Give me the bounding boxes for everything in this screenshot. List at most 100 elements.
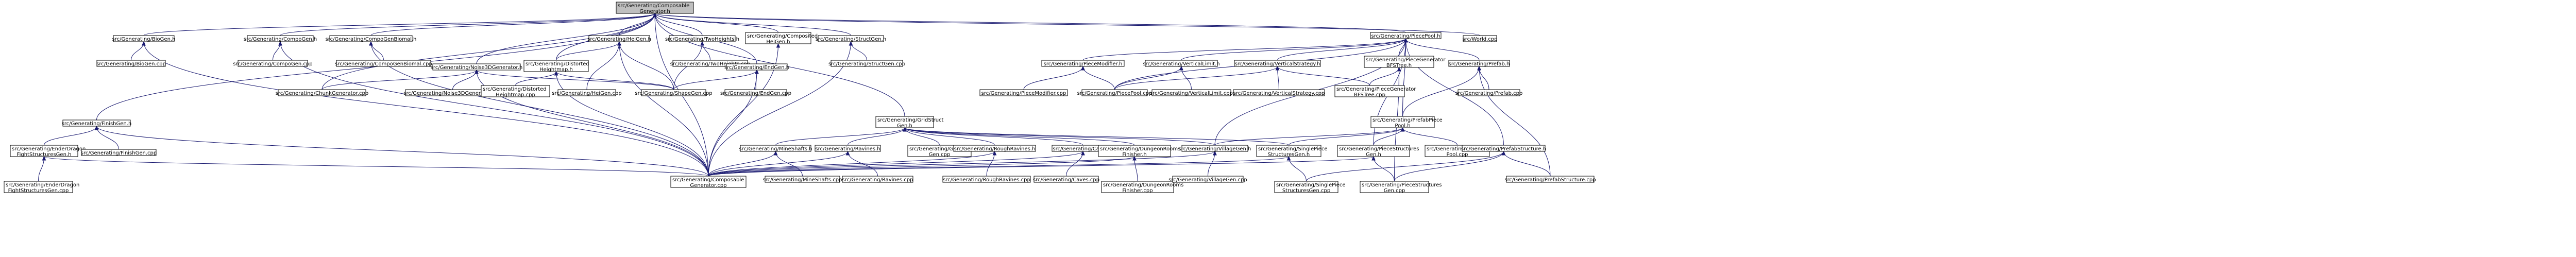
- node-src-generating-roughravines-h[interactable]: src/Generating/RoughRavines.h: [953, 145, 1036, 152]
- node-src-generating-singlepiecestructuresgen-cpp[interactable]: src/Generating/SinglePieceStructuresGen.…: [1274, 181, 1346, 194]
- node-src-generating-biogen-cpp[interactable]: src/Generating/BioGen.cpp: [96, 60, 166, 67]
- node-label: src/Generating/RoughRavines.h: [954, 146, 1036, 152]
- node-box: [238, 60, 308, 67]
- node-label: src/Generating/VillageGen.h: [1179, 146, 1251, 152]
- edge-prefab-h-to-prefabstructure-cpp: [1477, 65, 1551, 177]
- node-src-generating-finishgen-h[interactable]: src/Generating/FinishGen.h: [62, 119, 132, 127]
- node-label: src/Generating/CompoGen.h: [244, 37, 317, 42]
- node-label: FightStructuresGen.cpp: [8, 188, 69, 194]
- node-src-generating-verticalstrategy-h[interactable]: src/Generating/VerticalStrategy.h: [1234, 60, 1321, 67]
- node-label: src/Generating/Prefab.h: [1449, 61, 1510, 67]
- node-src-generating-piecemodifier-cpp[interactable]: src/Generating/PieceModifier.cpp: [979, 89, 1068, 96]
- node-label: Gen.cpp: [929, 152, 951, 158]
- node-src-generating-structgen-h[interactable]: src/Generating/StructGen.h: [816, 35, 886, 42]
- node-box: [10, 145, 78, 157]
- node-label: src/Generating/Caves.cpp: [1033, 177, 1099, 183]
- edge-prefabpiecepool-h-to-prefabpiecepool-cpp: [1400, 127, 1458, 146]
- node-src-generating-heigen-h[interactable]: src/Generating/HeiGen.h: [587, 35, 651, 42]
- node-box: [726, 63, 788, 71]
- node-src-generating-enderdragonfightstructuresgen-h[interactable]: src/Generating/EnderDragonFightStructure…: [10, 145, 86, 158]
- edge-heigen-h-to-heigen-cpp: [586, 41, 621, 90]
- node-src-generating-finishgen-cpp[interactable]: src/Generating/FinishGen.cpp: [81, 149, 157, 156]
- node-box: [724, 89, 787, 96]
- node-label: src/World.cpp: [1463, 37, 1498, 42]
- node-src-generating-ravines-h[interactable]: src/Generating/Ravines.h: [815, 145, 881, 152]
- node-src-generating-ravines-cpp[interactable]: src/Generating/Ravines.cpp: [842, 176, 913, 183]
- node-label: src/Generating/StructGen.cpp: [828, 61, 905, 67]
- node-src-generating-mineshafts-h[interactable]: src/Generating/MineShafts.h: [739, 145, 812, 152]
- node-src-generating-villagegen-cpp[interactable]: src/Generating/VillageGen.cpp: [1168, 176, 1247, 183]
- node-box: [432, 63, 521, 71]
- edge-enderdragonfightstructuresgen-h-to-composablegenerator-cpp: [42, 156, 709, 177]
- edge-gridstructgen-h-to-ravines-h: [848, 127, 907, 146]
- edge-singlepiecestructuresgen-h-to-composablegenerator-cpp: [708, 156, 1291, 177]
- node-label: FightStructuresGen.h: [17, 152, 72, 158]
- node-label: src/Generating/Distorted: [526, 61, 589, 67]
- node-label: src/Generating/ShapeGen.cpp: [635, 91, 712, 96]
- node-label: src/Generating/VillageGen.cpp: [1168, 177, 1247, 183]
- node-src-generating-piecemodifier-h[interactable]: src/Generating/PieceModifier.h: [1041, 60, 1125, 67]
- node-src-generating-roughravines-cpp[interactable]: src/Generating/RoughRavines.cpp: [942, 176, 1031, 183]
- node-label: src/Generating/SinglePiece: [1258, 146, 1328, 152]
- edge-compogen-h-to-composablegenerator-cpp: [278, 41, 709, 177]
- edge-layer: [38, 12, 1551, 182]
- node-src-generating-villagegen-h[interactable]: src/Generating/VillageGen.h: [1179, 145, 1251, 152]
- node-label: src/Generating/VerticalStrategy.cpp: [1233, 91, 1325, 96]
- edge-root-to-biogen-h: [143, 12, 657, 36]
- node-src-generating-piecepool-cpp[interactable]: src/Generating/PiecePool.cpp: [1077, 89, 1153, 96]
- node-src-generating-singlepiecestructuresgen-h[interactable]: src/Generating/SinglePieceStructuresGen.…: [1256, 145, 1328, 158]
- node-label: src/Generating/FinishGen.h: [62, 121, 132, 127]
- node-src-generating-verticallimit-h[interactable]: src/Generating/VerticalLimit.h: [1143, 60, 1220, 67]
- edge-gridstructgen-h-to-mineshafts-h: [775, 127, 907, 146]
- node-src-generating-verticallimit-cpp[interactable]: src/Generating/VerticalLimit.cpp: [1150, 89, 1233, 96]
- node-src-generating-prefab-h[interactable]: src/Generating/Prefab.h: [1448, 60, 1510, 67]
- node-src-generating-shapegen-cpp[interactable]: src/Generating/ShapeGen.cpp: [635, 89, 713, 96]
- node-src-generating-compogenbiomal-h[interactable]: src/Generating/CompoGenBiomal.h: [326, 35, 417, 42]
- node-box: [1364, 56, 1434, 68]
- node-src-generating-twoheights-h[interactable]: src/Generating/TwoHeights.h: [665, 35, 739, 42]
- node-label: src/Generating/PieceStructures: [1339, 146, 1419, 152]
- node-src-generating-caves-cpp[interactable]: src/Generating/Caves.cpp: [1033, 176, 1099, 183]
- node-src-generating-compogenbiomal-cpp[interactable]: src/Generating/CompoGenBiomal.cpp: [335, 60, 432, 67]
- node-src-generating-prefab-cpp[interactable]: src/Generating/Prefab.cpp: [1455, 89, 1523, 96]
- node-label: src/Generating/Prefab.cpp: [1455, 91, 1523, 96]
- node-src-generating-heigen-cpp[interactable]: src/Generating/HeiGen.cpp: [552, 89, 622, 96]
- node-src-generating-prefabstructure-h[interactable]: src/Generating/PrefabStructure.h: [1461, 145, 1546, 152]
- node-label: Generator.h: [639, 9, 670, 14]
- edge-gridstructgen-h-to-gridstructgen-cpp: [903, 127, 940, 146]
- node-label: src/Generating/VerticalLimit.cpp: [1150, 91, 1233, 96]
- node-src-generating-verticalstrategy-cpp[interactable]: src/Generating/VerticalStrategy.cpp: [1233, 89, 1325, 96]
- node-src-generating-piecepool-h[interactable]: src/Generating/PiecePool.h: [1370, 32, 1442, 39]
- node-box: [1256, 145, 1321, 157]
- node-box: [1448, 60, 1510, 67]
- node-src-generating-prefabstructure-cpp[interactable]: src/Generating/PrefabStructure.cpp: [1504, 176, 1596, 183]
- node-label: src/Generating/EnderDragon: [12, 146, 86, 152]
- node-src-generating-endgen-h[interactable]: src/Generating/EndGen.h: [724, 63, 789, 71]
- node-src-generating-compogen-cpp[interactable]: src/Generating/CompoGen.cpp: [233, 60, 313, 67]
- node-src-generating-compogen-h[interactable]: src/Generating/CompoGen.h: [244, 35, 317, 42]
- node-src-generating-structgen-cpp[interactable]: src/Generating/StructGen.cpp: [828, 60, 905, 67]
- edge-endgen-h-to-shapegen-cpp: [673, 69, 759, 90]
- node-src-generating-mineshafts-cpp[interactable]: src/Generating/MineShafts.cpp: [763, 176, 842, 183]
- node-box: [96, 60, 166, 67]
- node-label: Heightmap.cpp: [496, 92, 535, 98]
- node-src-generating-biogen-h[interactable]: src/Generating/BioGen.h: [112, 35, 176, 42]
- node-src-generating-endgen-cpp[interactable]: src/Generating/EndGen.cpp: [720, 89, 791, 96]
- node-src-generating-chunkgenerator-cpp[interactable]: src/Generating/ChunkGenerator.cpp: [276, 89, 368, 96]
- node-src-generating-noise3dgenerator-h[interactable]: src/Generating/Noise3DGenerator.h: [431, 63, 523, 71]
- edge-heigen-h-to-composablegenerator-cpp: [617, 41, 709, 177]
- node-src-generating-enderdragonfightstructuresgen-cpp[interactable]: src/Generating/EnderDragonFightStructure…: [4, 181, 79, 194]
- node-src-world-cpp[interactable]: src/World.cpp: [1463, 35, 1498, 42]
